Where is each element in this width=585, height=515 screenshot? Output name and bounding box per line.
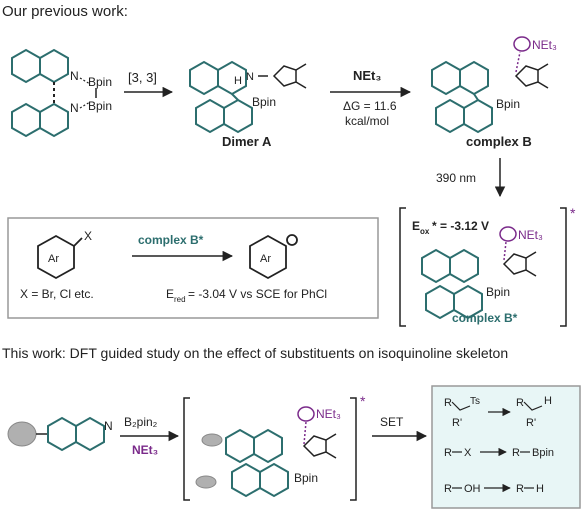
p2-bpin: Bpin — [532, 447, 554, 459]
aryl-halide — [37, 234, 83, 280]
dimer-h-label: H — [234, 75, 242, 87]
aryl-radical — [249, 234, 298, 280]
p3-h: H — [536, 483, 544, 495]
b-star-asterisk: * — [570, 205, 576, 221]
dimer-a-boronate — [258, 63, 307, 89]
p3-r2: R — [516, 483, 524, 495]
x-label: X — [84, 229, 92, 243]
complex-b-structure — [431, 60, 493, 134]
p2-r: R — [444, 447, 452, 459]
dg-line2: kcal/mol — [345, 114, 389, 128]
n-label-top: N — [70, 69, 79, 83]
complex-b-star-structure — [421, 248, 483, 320]
bpin-top-label: Bpin — [88, 75, 112, 89]
eox-value: * = -3.12 V — [432, 219, 489, 233]
product-row-deoxygenation: R OH R H — [444, 483, 544, 495]
bpin-bottom-label: Bpin — [88, 99, 112, 113]
intermediate-structure — [195, 406, 337, 498]
net3-lone-pair-b — [513, 36, 531, 73]
x-equals-label: X = Br, Cl etc. — [20, 287, 94, 301]
complex-b-boronate — [514, 63, 549, 89]
dg-line1: ΔG = 11.6 — [343, 99, 397, 113]
b2pin2-reagent: B₂pin₂ — [124, 415, 158, 429]
wavelength-label: 390 nm — [436, 171, 476, 185]
dimer-a-structure — [189, 60, 253, 134]
p1-r: R — [444, 397, 452, 409]
ered-e: E — [166, 287, 174, 301]
complex-b-star-boronate — [502, 251, 537, 277]
eox-e: E — [412, 219, 420, 233]
substituted-isoquinoline — [7, 416, 105, 452]
b-star-net3: NEt₃ — [518, 228, 543, 242]
net3-reagent: NEt₃ — [353, 68, 381, 83]
bis-isoquinoline-diboron — [11, 48, 69, 138]
dimer-bpin-label: Bpin — [252, 95, 276, 109]
p3-r: R — [444, 483, 452, 495]
bracket-intermediate — [183, 397, 357, 501]
product-row-amine: R Ts R' R H R' — [444, 395, 552, 429]
this-work-title: This work: DFT guided study on the effec… — [2, 345, 508, 361]
p1-r2: R — [516, 397, 524, 409]
ar-label-right: Ar — [260, 253, 271, 265]
net3-lone-pair-b-star — [499, 226, 517, 261]
complex-b-star-reagent: complex B* — [138, 233, 204, 247]
n-label-bottom: N — [70, 101, 79, 115]
previous-work-title: Our previous work: — [2, 3, 128, 20]
p3-oh: OH — [464, 483, 481, 495]
step1-label: [3, 3] — [128, 70, 157, 85]
p1-h: H — [544, 395, 552, 407]
p1-rprime: R' — [452, 417, 462, 429]
b-star-bpin: Bpin — [486, 285, 510, 299]
p2-r2: R — [512, 447, 520, 459]
complex-b-net3: NEt₃ — [532, 38, 557, 52]
net3-reagent-bottom: NEt₃ — [132, 443, 158, 457]
dimer-n-label: N — [246, 71, 254, 83]
dimer-a-label: Dimer A — [222, 134, 272, 149]
complex-b-label: complex B — [466, 134, 532, 149]
p1-ts: Ts — [470, 396, 480, 407]
product-row-borylation: R X R Bpin — [444, 447, 554, 459]
intermediate-asterisk: * — [360, 393, 366, 409]
complex-b-bpin: Bpin — [496, 97, 520, 111]
p1-rprime2: R' — [526, 417, 536, 429]
p2-x: X — [464, 447, 472, 459]
reduction-box — [7, 217, 379, 319]
bracket-b-star — [399, 207, 567, 327]
eox-sub: ox — [420, 227, 430, 236]
intermediate-bpin: Bpin — [294, 471, 318, 485]
ered-sub: red — [174, 295, 186, 304]
intermediate-net3: NEt₃ — [316, 407, 341, 421]
set-label: SET — [380, 415, 404, 429]
isoq-n-label: N — [104, 419, 113, 433]
ar-label-left: Ar — [48, 253, 59, 265]
complex-b-star-label: complex B* — [452, 311, 518, 325]
ered-value: = -3.04 V vs SCE for PhCl — [188, 287, 327, 301]
